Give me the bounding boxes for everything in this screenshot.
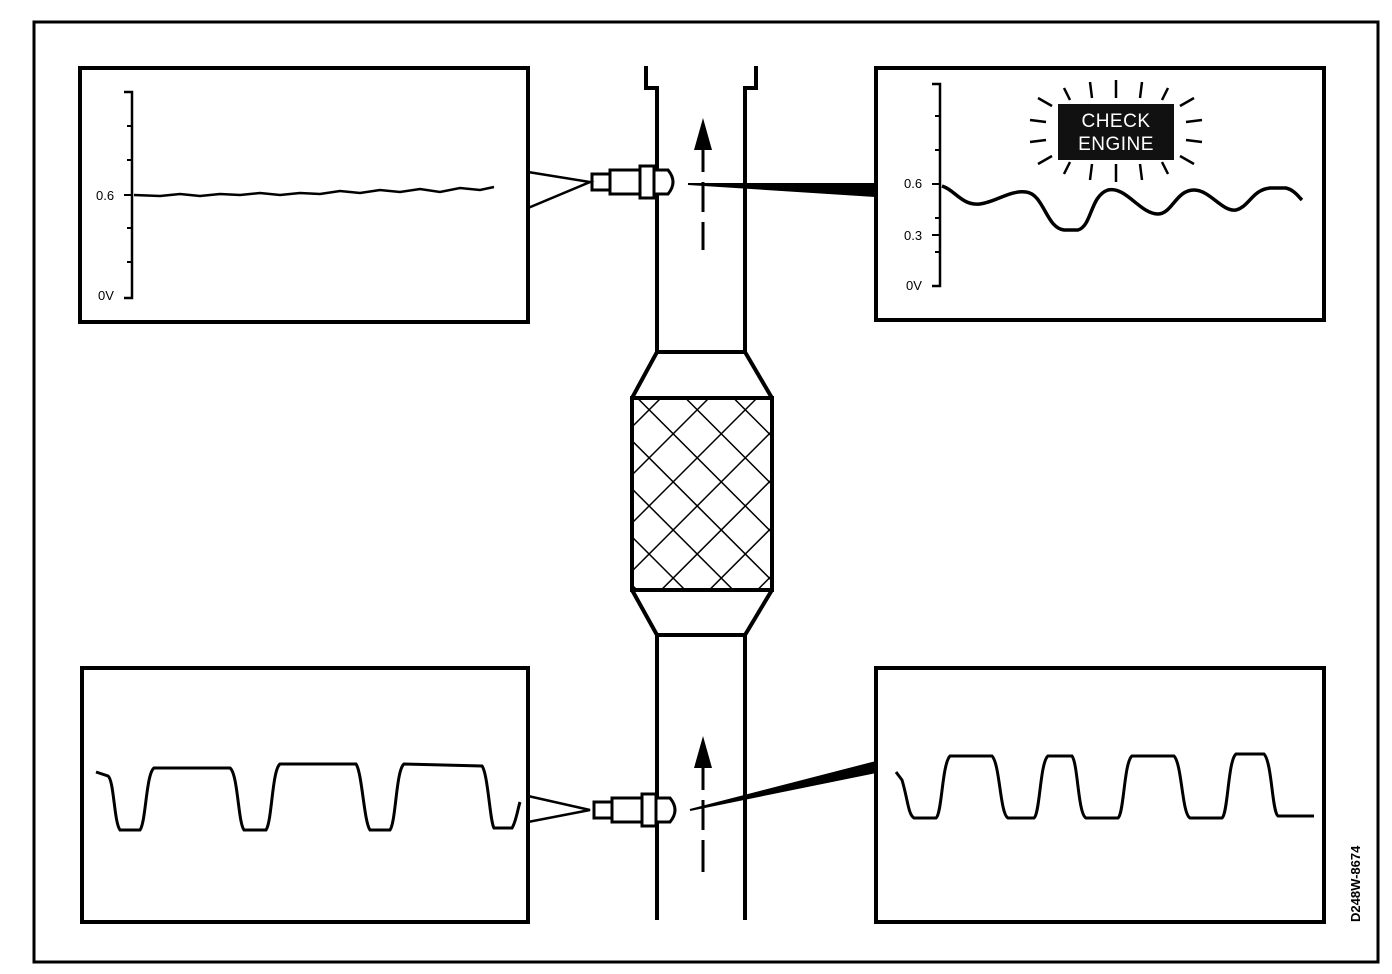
graph-bottom-left <box>80 666 530 924</box>
converter-substrate <box>630 396 774 592</box>
catalytic-converter-icon <box>630 350 774 637</box>
axis-ticks <box>124 125 132 263</box>
axis-label-0v: 0V <box>906 278 922 293</box>
signal-trace <box>894 752 1314 820</box>
oxygen-sensor-icon <box>590 164 675 200</box>
exhaust-pipe <box>644 66 758 920</box>
signal-trace <box>95 762 522 832</box>
axis-ticks <box>932 115 940 253</box>
signal-trace <box>133 185 495 198</box>
drawing-code: D248W-8674 <box>1348 845 1363 922</box>
axis-label-0.6: 0.6 <box>904 176 922 191</box>
lamp-text-check: CHECK <box>1081 111 1150 132</box>
lamp-rays <box>1029 80 1203 182</box>
axis-label-0v: 0V <box>98 288 114 303</box>
lamp-body <box>1058 104 1174 160</box>
graph-top-left: 0.6 0V <box>78 66 530 324</box>
check-engine-lamp-icon: CHECK ENGINE <box>1029 80 1203 182</box>
lamp-text-engine: ENGINE <box>1078 134 1154 155</box>
graph-bottom-right <box>874 666 1326 924</box>
axis-label-0.6: 0.6 <box>96 188 114 203</box>
oxygen-sensor-icon <box>592 792 677 828</box>
flow-arrow-icon <box>694 118 712 250</box>
axis-label-0.3: 0.3 <box>904 228 922 243</box>
signal-trace <box>941 184 1304 232</box>
flow-arrow-icon <box>694 736 712 872</box>
